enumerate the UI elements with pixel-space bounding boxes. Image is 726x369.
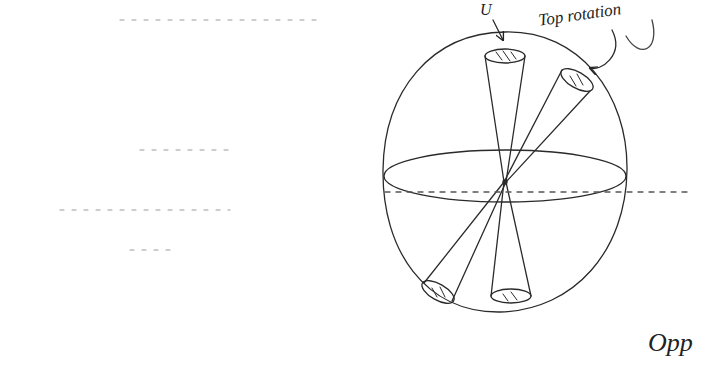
handwritten-label: Top rotation [537, 0, 622, 28]
handwritten-label: U [480, 2, 492, 18]
sphere-outline [383, 32, 627, 312]
handwritten-label: Opp [648, 330, 693, 356]
dashed-axis [385, 191, 690, 192]
opposite-cap [418, 276, 457, 308]
leader-line [626, 20, 654, 49]
leader-line [493, 20, 503, 40]
equator [384, 150, 626, 202]
bottom-cap [491, 289, 531, 303]
leader-line [590, 30, 616, 69]
top-cap [485, 49, 525, 63]
